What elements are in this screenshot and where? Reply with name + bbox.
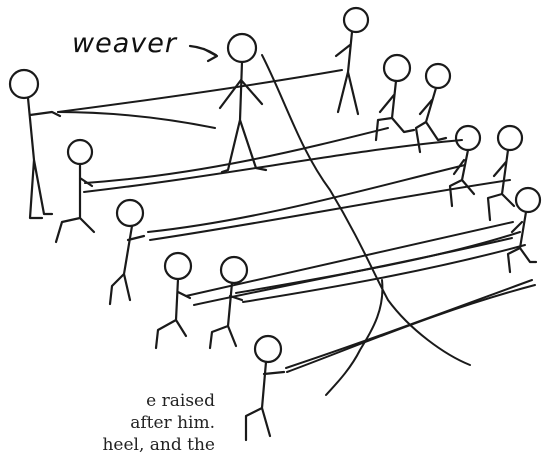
rope — [58, 70, 342, 112]
text-line: heel, and the — [0, 434, 215, 456]
player — [450, 126, 480, 206]
player — [246, 336, 284, 440]
rope — [58, 112, 215, 128]
rope — [84, 140, 462, 192]
players — [10, 8, 540, 440]
player — [508, 188, 540, 272]
rope — [186, 222, 513, 296]
rope — [236, 232, 520, 293]
player — [336, 8, 368, 114]
weaver-arrow-icon — [190, 46, 217, 61]
player — [416, 64, 450, 152]
weaving-path — [262, 55, 470, 395]
player — [376, 55, 414, 140]
player — [10, 70, 60, 218]
weaver-label: weaver — [72, 28, 178, 59]
text-line: after him. — [0, 412, 215, 434]
text-line: e raised — [0, 390, 215, 412]
rope — [287, 285, 535, 372]
player — [210, 257, 247, 348]
weaver-figure — [220, 34, 266, 172]
player — [110, 200, 144, 304]
player — [156, 253, 191, 348]
rope — [148, 165, 465, 232]
